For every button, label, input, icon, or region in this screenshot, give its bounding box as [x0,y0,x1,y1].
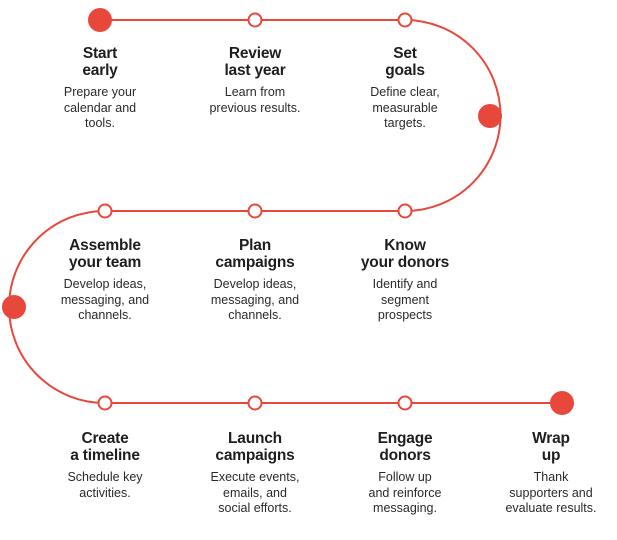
milestone-dot-large [88,8,112,32]
milestone-dot [397,395,413,411]
milestone-dot [247,12,263,28]
milestone-dot [247,203,263,219]
milestone-dot-large [2,295,26,319]
milestone-dot [97,395,113,411]
milestone-dot [97,203,113,219]
milestone-dot-large [478,104,502,128]
milestone-dot-large [550,391,574,415]
milestone-dot [397,12,413,28]
milestone-dot [397,203,413,219]
milestone-dot [247,395,263,411]
